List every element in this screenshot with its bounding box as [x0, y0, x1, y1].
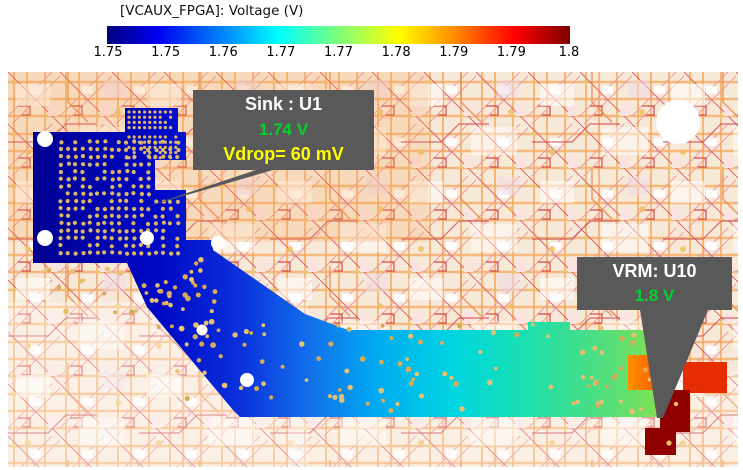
colorbar-tick-labels: 1.75 1.75 1.76 1.77 1.77 1.78 1.79 1.79 … [89, 45, 588, 60]
vrm-callout: VRM: U10 1.8 V [577, 257, 732, 310]
vrm-pad-via [666, 440, 672, 446]
colorbar-tick: 1.79 [439, 45, 469, 60]
hole [656, 100, 700, 144]
hole [240, 373, 254, 387]
via-dots-layer [46, 110, 655, 415]
vrm-callout-leader [640, 310, 708, 418]
hole [196, 324, 208, 336]
sink-callout: Sink : U1 1.74 V Vdrop= 60 mV [193, 90, 374, 170]
colorbar-title: [VCAUX_FPGA]: Voltage (V) [120, 3, 304, 19]
vrm-darkred-pad [645, 390, 690, 455]
colorbar-tick: 1.76 [208, 45, 238, 60]
vrm-callout-title: VRM: U10 [612, 260, 697, 281]
hole [211, 236, 225, 250]
sink-voltage-value: 1.74 V [258, 119, 309, 139]
colorbar-gradient [107, 26, 570, 44]
colorbar-tick: 1.77 [324, 45, 353, 60]
voltage-plane [33, 108, 657, 417]
vrm-pad-via [673, 401, 679, 407]
mounting-holes [37, 100, 700, 387]
colorbar-tick: 1.79 [496, 45, 526, 60]
colorbar-tick: 1.77 [266, 45, 296, 60]
hole [37, 230, 53, 246]
sink-callout-leader [142, 168, 280, 208]
sink-vdrop-value: Vdrop= 60 mV [223, 144, 344, 165]
hole [37, 131, 53, 147]
vrm-voltage-value: 1.8 V [634, 286, 675, 306]
sink-callout-title: Sink : U1 [244, 94, 323, 115]
hole [140, 231, 154, 245]
vrm-red-pour [683, 362, 727, 393]
colorbar-tick: 1.75 [93, 45, 123, 60]
colorbar-tick: 1.75 [151, 45, 181, 60]
colorbar-tick: 1.8 [558, 45, 580, 60]
colorbar-tick: 1.78 [381, 45, 411, 60]
